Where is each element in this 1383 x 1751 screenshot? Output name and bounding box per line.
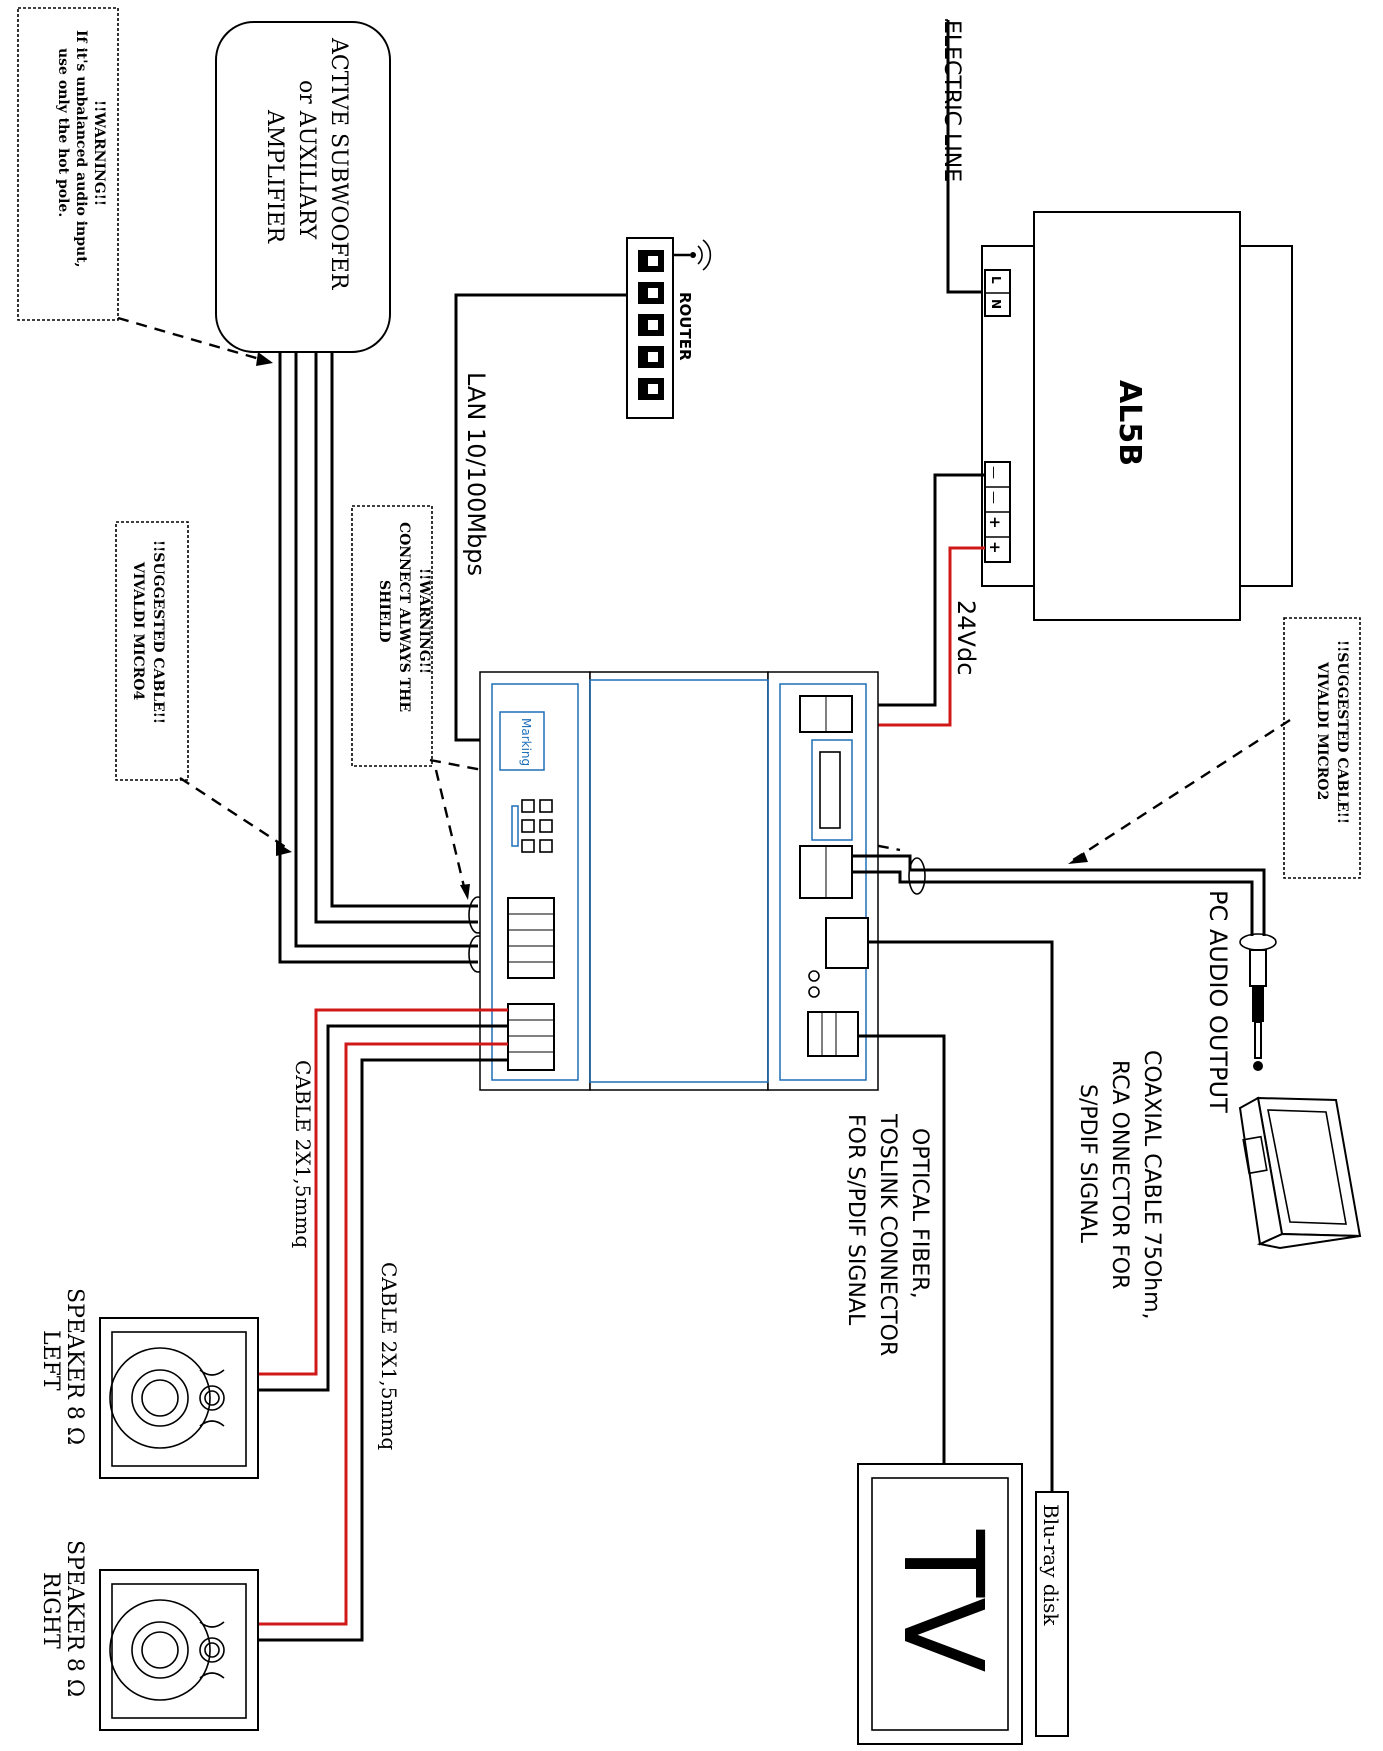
dc-positive-wire — [850, 546, 985, 727]
svg-text:LAN 10/100Mbps: LAN 10/100Mbps — [462, 372, 490, 576]
al5b-label: AL5B — [1112, 380, 1147, 466]
coax-label: COAXIAL CABLE 75Ohm, RCA ONNECTOR FOR S/… — [1075, 1050, 1164, 1320]
warning-unbalanced-arrow — [117, 316, 271, 364]
right-speaker-negative — [258, 1058, 508, 1642]
speaker-right-label: SPEAKER 8 Ω RIGHT — [38, 1540, 87, 1697]
power-supply-al5b: L N — — + + AL5B — [981, 211, 1293, 621]
marking-area-2 — [811, 739, 853, 841]
svg-text:LEFT: LEFT — [38, 1330, 63, 1391]
coax-cable — [868, 940, 1054, 1492]
speaker-left-label: SPEAKER 8 Ω LEFT — [38, 1288, 87, 1445]
svg-text:!!SUGGESTED CABLE!!: !!SUGGESTED CABLE!! — [150, 540, 166, 724]
svg-text:24Vdc: 24Vdc — [952, 600, 980, 675]
cable-left-label: CABLE 2X1,5mmq — [291, 1060, 315, 1248]
svg-text:Blu-ray disk: Blu-ray disk — [1039, 1504, 1063, 1626]
router-icon — [626, 237, 674, 419]
cable-right-label: CABLE 2X1,5mmq — [377, 1262, 401, 1450]
rca-connector — [825, 917, 869, 969]
svg-text:ROUTER: ROUTER — [676, 292, 694, 361]
svg-text:!!SUGGESTED CABLE!!: !!SUGGESTED CABLE!! — [1334, 640, 1350, 824]
terminal-l-label: L — [989, 276, 1003, 284]
router-label: ROUTER — [676, 292, 694, 361]
svg-text:SPEAKER 8 Ω: SPEAKER 8 Ω — [62, 1540, 87, 1697]
svg-text:VIVALDI MICRO2: VIVALDI MICRO2 — [1314, 661, 1330, 800]
tv-icon: TV — [857, 1463, 1023, 1745]
mains-wire — [946, 20, 995, 294]
svg-text:CABLE 2X1,5mmq: CABLE 2X1,5mmq — [377, 1262, 401, 1450]
speaker-icon — [99, 1569, 259, 1731]
svg-text:VIVALDI MICRO4: VIVALDI MICRO4 — [130, 561, 146, 700]
svg-text:OPTICAL FIBER,: OPTICAL FIBER, — [907, 1128, 932, 1299]
svg-text:use only the hot pole.: use only the hot pole. — [55, 48, 71, 217]
svg-text:+: + — [986, 516, 1004, 529]
svg-text:Marking: Marking — [519, 718, 533, 766]
bluray-player: Blu-ray disk — [1035, 1491, 1069, 1737]
optical-cable — [858, 1034, 946, 1464]
lan-cable — [454, 293, 627, 742]
svg-text:ELECTRIC LINE: ELECTRIC LINE — [939, 20, 964, 182]
svg-text:—: — — [986, 491, 1001, 504]
speaker-icon — [99, 1317, 259, 1479]
svg-text:—: — — [986, 466, 1001, 479]
speaker-output-terminal — [507, 1003, 555, 1071]
svg-text:!!WARNING!!: !!WARNING!! — [416, 568, 432, 674]
jack-plug-icon — [1249, 949, 1267, 1071]
pc-audio-label: PC AUDIO OUTPUT — [1204, 890, 1232, 1113]
lan-label: LAN 10/100Mbps — [462, 372, 490, 576]
electric-line-label: ELECTRIC LINE — [939, 20, 964, 182]
sub-output-terminal — [507, 897, 555, 979]
toslink-connector — [807, 1011, 859, 1057]
svg-text:TOSLINK CONNECTOR: TOSLINK CONNECTOR — [875, 1113, 900, 1356]
amplifier-module: Marking — [479, 671, 879, 1091]
right-speaker-positive — [258, 1042, 508, 1626]
svg-text:ACTIVE SUBWOOFER: ACTIVE SUBWOOFER — [326, 37, 351, 291]
terminal-n-label: N — [989, 299, 1003, 309]
left-speaker-negative — [258, 1024, 508, 1392]
svg-text:FOR S/PDIF SIGNAL: FOR S/PDIF SIGNAL — [843, 1114, 868, 1326]
pc-audio-cable-2 — [852, 870, 1254, 936]
voltage-label: 24Vdc — [952, 600, 980, 675]
svg-text:!!WARNING!!: !!WARNING!! — [91, 100, 107, 206]
svg-text:RIGHT: RIGHT — [38, 1572, 63, 1649]
svg-text:SHIELD: SHIELD — [376, 580, 392, 643]
tv-label: TV — [879, 1529, 1007, 1672]
svg-text:SPEAKER 8 Ω: SPEAKER 8 Ω — [62, 1288, 87, 1445]
svg-text:CABLE 2X1,5mmq: CABLE 2X1,5mmq — [291, 1060, 315, 1248]
wifi-icon — [673, 239, 712, 271]
optical-label: OPTICAL FIBER, TOSLINK CONNECTOR FOR S/P… — [843, 1113, 932, 1356]
warning-unbalanced-note: !!WARNING!! If it's unbalanced audio inp… — [17, 7, 119, 321]
svg-text:or AUXILIARY: or AUXILIARY — [294, 80, 319, 240]
suggested-cable-micro4-note: !!SUGGESTED CABLE!! VIVALDI MICRO4 — [115, 521, 189, 781]
warning-shield-note: !!WARNING!! CONNECT ALWAYS THE SHIELD — [351, 505, 433, 767]
subwoofer-box: ACTIVE SUBWOOFER or AUXILIARY AMPLIFIER — [215, 21, 391, 353]
left-speaker-positive — [258, 1008, 508, 1376]
svg-text:+: + — [986, 541, 1004, 554]
dc-negative-wire — [850, 473, 985, 707]
svg-text:COAXIAL CABLE 75Ohm,: COAXIAL CABLE 75Ohm, — [1139, 1050, 1164, 1320]
svg-text:CONNECT ALWAYS THE: CONNECT ALWAYS THE — [396, 522, 412, 712]
pc-audio-cable-1 — [852, 854, 1266, 936]
svg-text:AMPLIFIER: AMPLIFIER — [262, 109, 287, 245]
svg-text:If it's unbalanced audio input: If it's unbalanced audio input, — [73, 30, 89, 268]
suggested-cable-micro2-note: !!SUGGESTED CABLE!! VIVALDI MICRO2 — [1283, 617, 1361, 879]
marking-area-1 — [499, 711, 545, 771]
pc-laptop-icon — [1238, 1096, 1362, 1250]
svg-text:RCA ONNECTOR FOR: RCA ONNECTOR FOR — [1107, 1060, 1132, 1289]
svg-text:S/PDIF SIGNAL: S/PDIF SIGNAL — [1075, 1084, 1100, 1244]
svg-text:PC AUDIO OUTPUT: PC AUDIO OUTPUT — [1204, 890, 1232, 1113]
